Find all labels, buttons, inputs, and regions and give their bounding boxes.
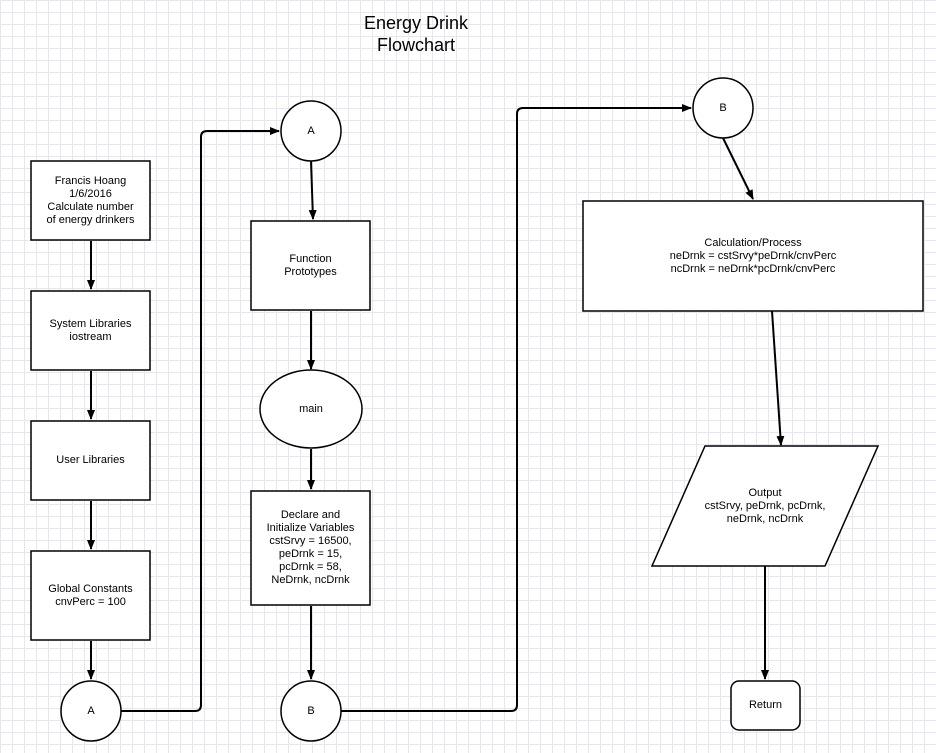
user-libraries-box (30, 420, 151, 501)
return-terminal (730, 680, 801, 731)
title-line-2: Flowchart (376, 35, 456, 55)
connector-a-top-circle (280, 100, 342, 162)
connector-b-bottom-circle (280, 680, 342, 742)
connector-a-bottom-circle (60, 680, 122, 742)
declare-variables-box (250, 490, 371, 606)
diagram-title: Energy Drink Flowchart (316, 12, 516, 56)
output-parallelogram (650, 445, 880, 567)
arrow-calculation-to-output (771, 310, 785, 446)
title-line-1: Energy Drink (363, 13, 469, 33)
calculation-box (582, 200, 924, 312)
connector-b-top-circle (692, 77, 754, 139)
main-terminal (259, 369, 363, 449)
header-box (30, 160, 151, 241)
connector-line-a (121, 127, 280, 712)
arrow-a-to-function-prototypes (308, 160, 317, 220)
global-constants-box (30, 550, 151, 641)
connector-line-b (341, 104, 692, 712)
arrow-b-to-calculation (722, 137, 754, 200)
system-libraries-box (30, 290, 151, 371)
function-prototypes-box (250, 220, 371, 311)
